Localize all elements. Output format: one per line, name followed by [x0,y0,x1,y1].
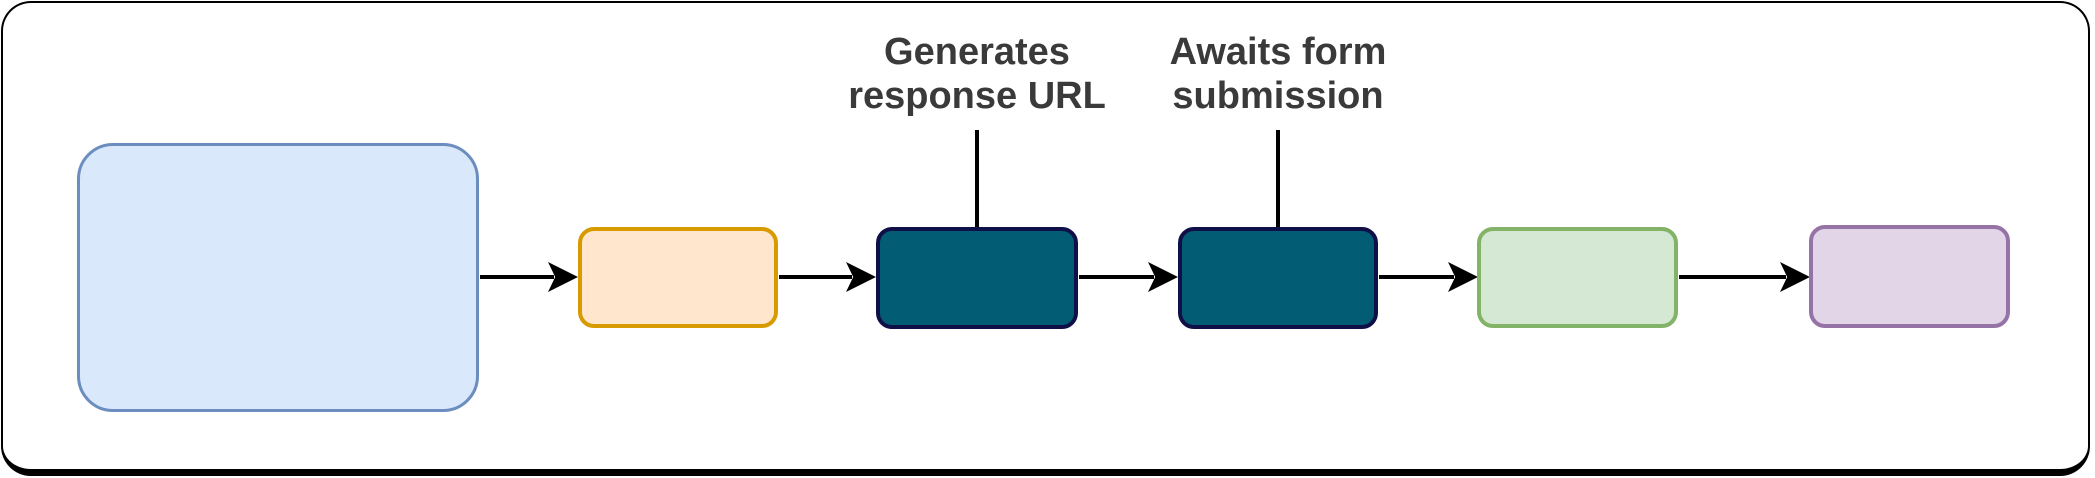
annotation-awaits-form-submission: Awaits form submission [1169,31,1387,117]
flow-arrow [1679,262,1810,292]
flow-arrow [1379,262,1478,292]
arrow-shaft [1679,275,1786,279]
flow-arrow [1079,262,1178,292]
arrow-shaft [480,275,554,279]
flow-node-green [1477,227,1678,328]
annotation-connector-line [975,130,979,229]
arrow-shaft [1079,275,1154,279]
flow-node-teal-generates-response-url [876,227,1078,329]
annotation-connector-line [1276,130,1280,229]
flow-arrow [779,262,876,292]
flow-node-start-blue [77,143,479,412]
arrow-shaft [1379,275,1454,279]
flow-node-teal-awaits-form-submission [1178,227,1378,329]
flow-arrow [480,262,578,292]
flow-node-purple [1809,225,2010,328]
annotation-generates-response-url: Generates response URL [848,31,1106,117]
arrow-shaft [779,275,852,279]
flow-node-orange [578,227,778,328]
